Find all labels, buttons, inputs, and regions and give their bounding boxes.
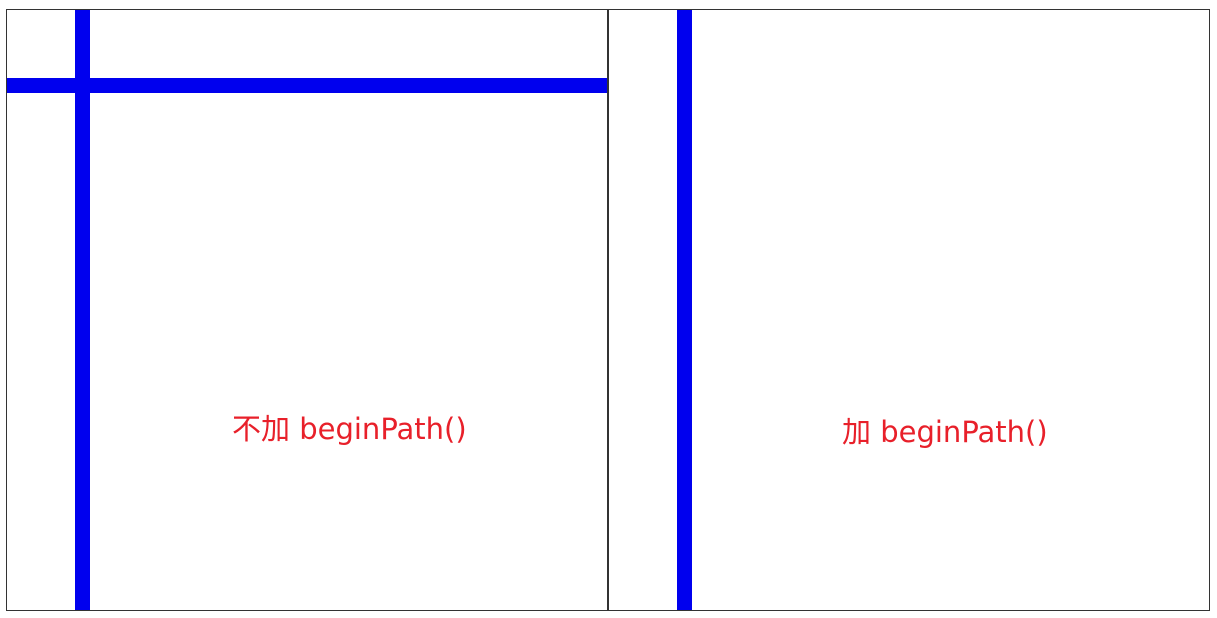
vertical-stroke-line [677,10,692,610]
canvas-without-beginpath: 不加 beginPath() [6,9,608,611]
horizontal-stroke-line [7,78,607,93]
caption-without-beginpath: 不加 beginPath() [232,412,467,446]
caption-with-beginpath: 加 beginPath() [842,415,1048,449]
canvas-with-beginpath: 加 beginPath() [608,9,1210,611]
vertical-stroke-line [75,10,90,610]
